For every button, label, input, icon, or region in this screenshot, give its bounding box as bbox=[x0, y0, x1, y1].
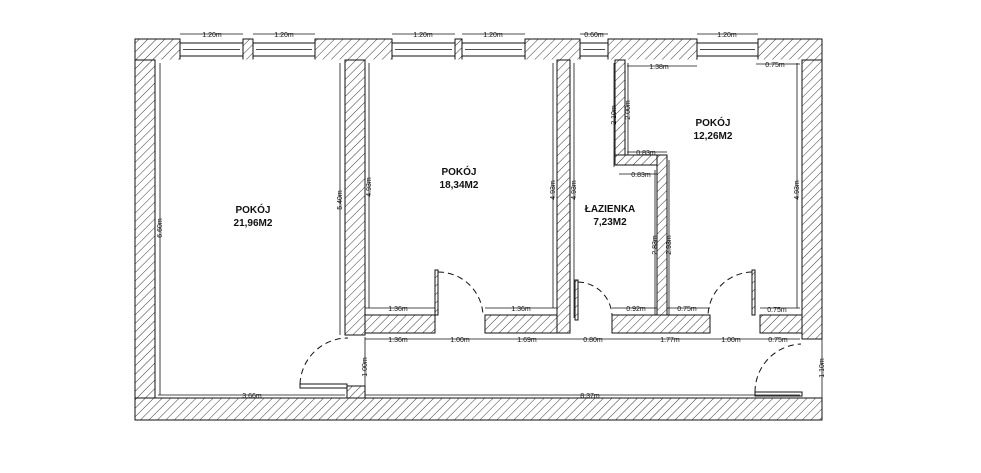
door-swing bbox=[299, 337, 349, 385]
room-area: 18,34M2 bbox=[440, 180, 479, 191]
dim-label: 1.36m bbox=[388, 306, 408, 313]
dim-label: 2.93m bbox=[666, 235, 673, 255]
dim-label: 1.20m bbox=[483, 32, 503, 39]
dim-label: 2.83m bbox=[652, 235, 659, 255]
room-name: POKÓJ bbox=[695, 116, 730, 129]
dim-label: 0.92m bbox=[626, 306, 646, 313]
dim-label: 1.00m bbox=[362, 357, 369, 377]
dim-label: 2.10m bbox=[611, 105, 618, 125]
room-name: ŁAZIENKA bbox=[585, 204, 636, 215]
room-name: POKÓJ bbox=[441, 165, 476, 178]
dim-label: 8.37m bbox=[580, 393, 600, 400]
door-leaf bbox=[299, 383, 348, 389]
room-area: 7,23M2 bbox=[593, 217, 627, 228]
dim-label: 5.40m bbox=[337, 190, 344, 210]
door-swing bbox=[577, 281, 613, 316]
dim-label: 2.00m bbox=[625, 100, 632, 120]
dim-label: 1.00m bbox=[450, 337, 470, 344]
dim-label: 0.75m bbox=[768, 337, 788, 344]
room-area: 12,26M2 bbox=[694, 131, 733, 142]
dim-label: 1.38m bbox=[649, 64, 669, 71]
door-swing bbox=[707, 271, 753, 316]
windows bbox=[179, 42, 759, 57]
dim-label: 1.00m bbox=[721, 337, 741, 344]
room-area: 21,96M2 bbox=[234, 218, 273, 229]
dim-label: 0.75m bbox=[765, 62, 785, 69]
interior-walls bbox=[344, 59, 803, 336]
dim-label: 0.83m bbox=[631, 172, 651, 179]
dim-label: 3.66m bbox=[242, 393, 262, 400]
dim-label: 1.20m bbox=[717, 32, 737, 39]
dim-label: 1.77m bbox=[660, 337, 680, 344]
dim-label: 0.83m bbox=[636, 150, 656, 157]
dim-label: 4.93m bbox=[366, 177, 373, 197]
dimension-labels: 1.20m 1.20m 1.20m 1.20m 0.60m 1.20m 1.38… bbox=[157, 32, 826, 400]
dim-label: 1.20m bbox=[413, 32, 433, 39]
dim-label: 1.20m bbox=[274, 32, 294, 39]
exterior-walls bbox=[134, 38, 823, 421]
door-swing bbox=[754, 343, 802, 393]
dim-label: 0.80m bbox=[583, 337, 603, 344]
dim-label: 0.75m bbox=[677, 306, 697, 313]
dim-label: 6.60m bbox=[157, 218, 164, 238]
doors bbox=[299, 271, 803, 397]
door-leaf bbox=[754, 391, 803, 397]
dim-label: 4.93m bbox=[794, 180, 801, 200]
door-swing bbox=[437, 271, 484, 316]
dimension-lines bbox=[158, 33, 823, 398]
dim-label: 0.60m bbox=[584, 32, 604, 39]
dim-label: 4.93m bbox=[550, 180, 557, 200]
dim-label: 1.36m bbox=[388, 337, 408, 344]
dim-label: 1.69m bbox=[517, 337, 537, 344]
dim-label: 1.10m bbox=[819, 358, 826, 378]
dim-label: 0.75m bbox=[767, 307, 787, 314]
room-name: POKÓJ bbox=[235, 203, 270, 216]
dim-label: 1.36m bbox=[511, 306, 531, 313]
dim-label: 1.20m bbox=[202, 32, 222, 39]
dim-label: 4.93m bbox=[571, 180, 578, 200]
room-labels: POKÓJ 21,96M2 POKÓJ 18,34M2 ŁAZIENKA 7,2… bbox=[234, 116, 733, 229]
